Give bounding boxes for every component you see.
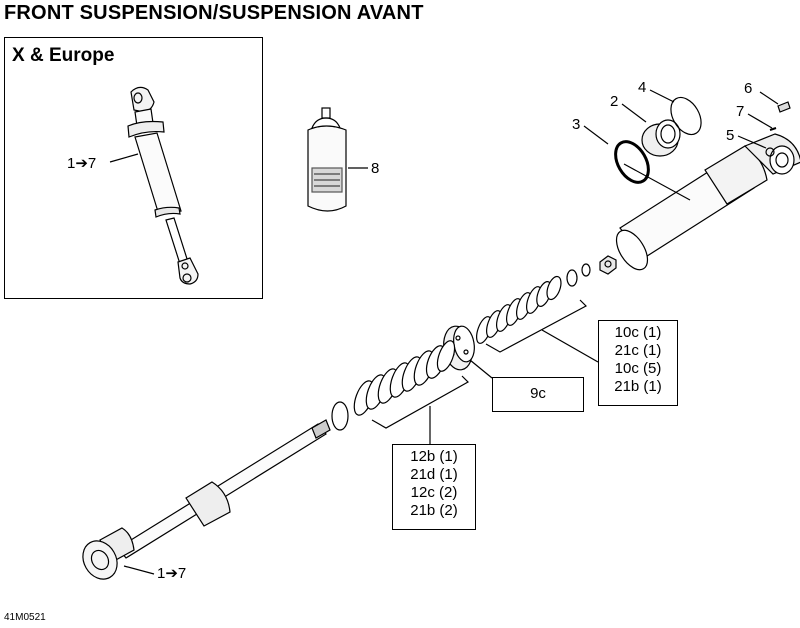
lower-shim-stack — [353, 340, 456, 416]
upper-shim-parts-box: 10c (1) 21c (1) 10c (5) 21b (1) — [598, 320, 678, 406]
inset-title: X & Europe — [12, 45, 115, 66]
callout-6: 6 — [744, 80, 753, 97]
parts-line: 10c (5) — [614, 360, 662, 377]
base-washer — [331, 401, 349, 431]
drawing-code: 41M0521 — [4, 612, 46, 623]
oil-bottle — [307, 107, 347, 212]
variant-inset: X & Europe — [4, 37, 263, 299]
shock-body — [615, 133, 800, 271]
parts-line: 21d (1) — [410, 466, 458, 483]
callout-3: 3 — [572, 116, 581, 133]
inset-shock-absorber — [127, 86, 199, 285]
callout-5: 5 — [726, 127, 735, 144]
rod-nut-washers — [566, 255, 617, 287]
shock-shaft — [82, 419, 331, 580]
parts-line: 9c — [530, 385, 546, 402]
parts-line: 21c (1) — [614, 342, 662, 359]
parts-line: 12b (1) — [410, 448, 458, 465]
upper-shim-stack — [476, 275, 562, 344]
callout-1-7-bottom: 1➔7 — [157, 565, 187, 582]
seal-head — [641, 119, 681, 157]
callout-4: 4 — [638, 79, 647, 96]
parts-line: 12c (2) — [410, 484, 458, 501]
callout-1-7-inset: 1➔7 — [67, 155, 97, 172]
lower-shim-parts-box: 12b (1) 21d (1) 12c (2) 21b (2) — [392, 444, 476, 530]
cap-disc — [670, 96, 702, 136]
screw — [777, 101, 791, 113]
piston-parts-box: 9c — [492, 377, 584, 412]
page-title: FRONT SUSPENSION/SUSPENSION AVANT — [4, 2, 424, 24]
o-ring — [614, 140, 650, 184]
callout-7: 7 — [736, 103, 745, 120]
callout-8: 8 — [371, 160, 380, 177]
parts-line: 21b (1) — [614, 378, 662, 395]
parts-line: 10c (1) — [614, 324, 662, 341]
callout-2: 2 — [610, 93, 619, 110]
parts-line: 21b (2) — [410, 502, 458, 519]
